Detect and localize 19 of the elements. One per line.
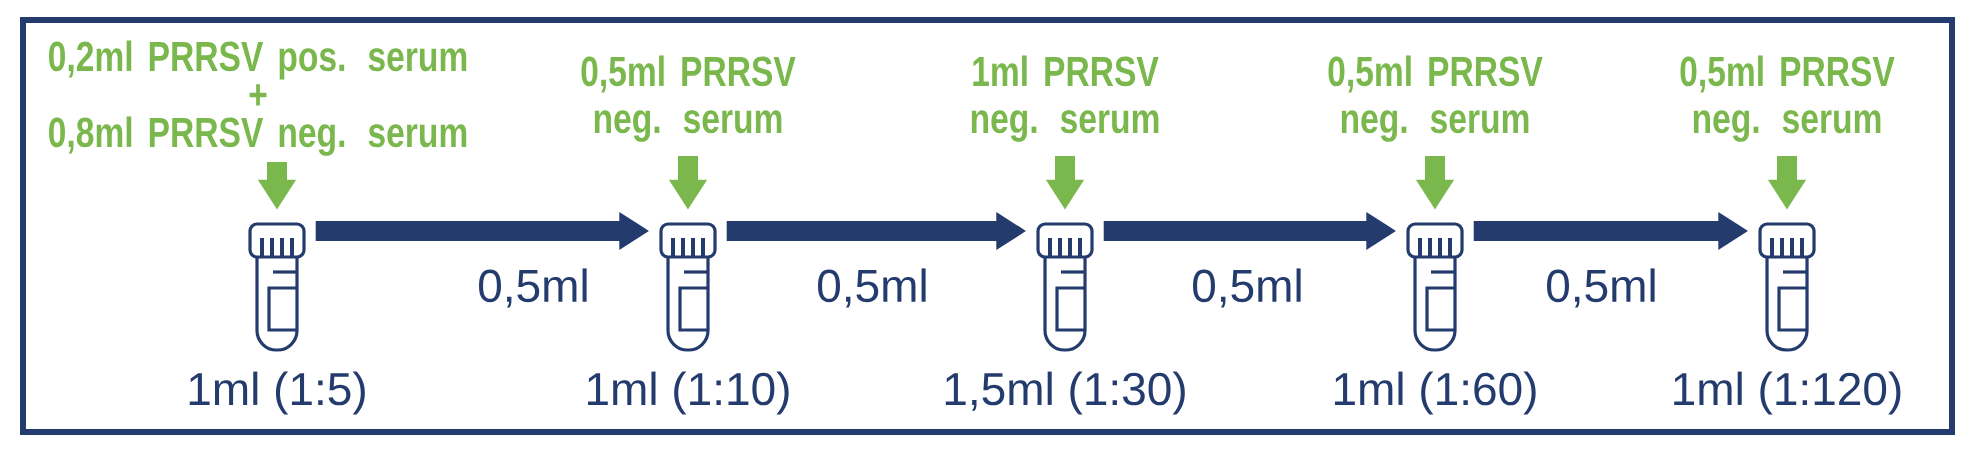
test-tube	[248, 222, 306, 352]
test-tube	[1406, 222, 1464, 352]
edge-label: 0,5ml	[1543, 266, 1660, 310]
test-tube	[1758, 222, 1816, 352]
volume-label: 1,5ml (1:30)	[945, 371, 1185, 415]
test-tube	[659, 222, 717, 352]
volume-label: 1ml (1:60)	[1335, 371, 1536, 415]
serum-label: 0,5ml PRRSV neg. serum	[581, 55, 796, 142]
serum-label: 0,5ml PRRSV neg. serum	[1680, 55, 1895, 142]
test-tube	[1036, 222, 1094, 352]
volume-label: 1ml (1:120)	[1674, 371, 1901, 415]
volume-label: 1ml (1:10)	[587, 371, 789, 415]
volume-label: 1ml (1:5)	[189, 371, 365, 415]
serum-label: 1ml PRRSV neg. serum	[971, 55, 1159, 142]
serum-label: 0,5ml PRRSV neg. serum	[1328, 55, 1543, 142]
edge-label: 0,5ml	[814, 266, 931, 310]
edge-label: 0,5ml	[1189, 266, 1306, 310]
edge-label: 0,5ml	[475, 266, 592, 310]
serum-label: 0,2ml PRRSV pos. serum + 0,8ml PRRSV neg. serum	[49, 40, 467, 156]
